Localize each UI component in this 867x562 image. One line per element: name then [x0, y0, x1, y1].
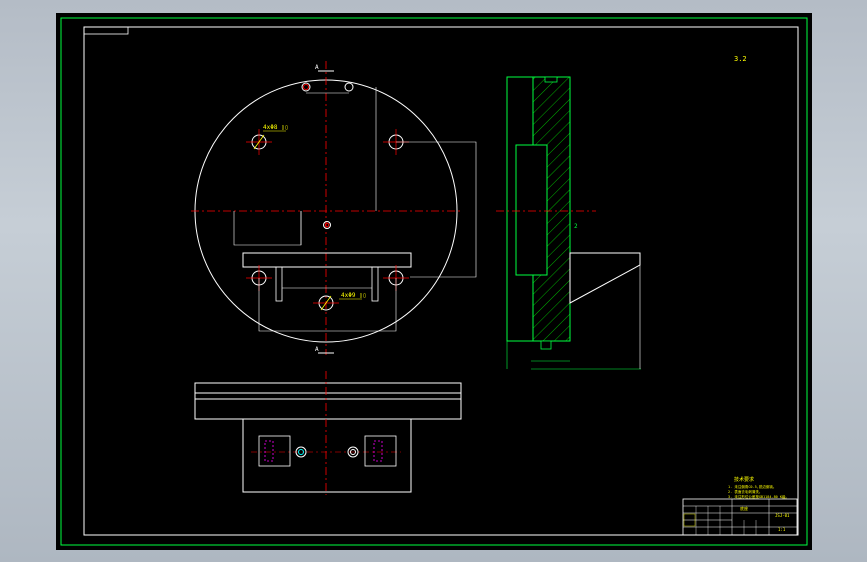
- corner-box: [83, 26, 129, 35]
- front-hole-right: [347, 446, 359, 458]
- front-bottom-block: [242, 418, 412, 493]
- clamp-left-inner: [264, 440, 274, 462]
- title-part-name: 底座: [740, 505, 748, 511]
- section-slot: [515, 144, 548, 276]
- tech-title: 技术要求: [734, 476, 754, 483]
- title-scale: 1:1: [778, 527, 786, 532]
- hole-lower-center: [313, 295, 339, 311]
- tech-note-3: 3. 未注形位公差按GB1184-80 K级。: [728, 494, 789, 499]
- section-label-bottom: A: [315, 346, 319, 353]
- rail-support-right: [371, 266, 379, 302]
- front-hole-left: [295, 446, 307, 458]
- title-drawing-no: JSJ-01: [775, 513, 790, 518]
- mounting-rail: [242, 252, 412, 268]
- dim-right-label: 2: [574, 223, 578, 230]
- section-label-top: A: [315, 64, 319, 71]
- clamp-right: [364, 435, 397, 467]
- hole-top-right: [344, 82, 354, 92]
- center-hole: [323, 221, 331, 229]
- front-hole-left-cyan: [298, 449, 304, 455]
- outer-border: [60, 17, 808, 546]
- dim-right-big: [396, 141, 477, 278]
- hole-top-left-red: [303, 84, 309, 90]
- section-outline: [506, 76, 571, 342]
- hole-upper-left: [246, 129, 272, 155]
- plan-view: A A 4xΦ8 ▯▯: [191, 61, 477, 355]
- side-section-view: 2: [496, 76, 641, 370]
- sheet-background: [56, 13, 812, 550]
- rail-support-left: [275, 266, 283, 302]
- inner-border: [83, 26, 799, 536]
- roughness-note: 3.2: [734, 55, 747, 63]
- clamp-left: [258, 435, 291, 467]
- title-block: 底座 JSJ-01 1:1: [682, 498, 798, 536]
- center-hole-red: [324, 222, 330, 228]
- front-hole-right-inner: [350, 449, 356, 455]
- callout-hole-upper: 4xΦ8 ▯▯: [263, 124, 288, 131]
- technical-requirements: 技术要求 1. 未注倒角C0.5,锐边倒钝。 2. 表面去毛刺清洗。 3. 未注…: [728, 476, 789, 499]
- cad-drawing-viewport[interactable]: 3.2 A A 4xΦ8 ▯▯: [56, 13, 812, 550]
- tech-note-1: 1. 未注倒角C0.5,锐边倒钝。: [728, 484, 776, 489]
- callout-hole-lower: 4xΦ9 ▯▯: [341, 292, 366, 299]
- section-top-notch: [544, 76, 558, 83]
- clamp-right-inner: [373, 440, 383, 462]
- section-bottom-notch: [540, 340, 552, 350]
- dim-bottom-box: [258, 278, 397, 332]
- tech-note-2: 2. 表面去毛刺清洗。: [728, 489, 762, 494]
- front-view: [194, 371, 462, 495]
- hole-top-left: [301, 82, 311, 92]
